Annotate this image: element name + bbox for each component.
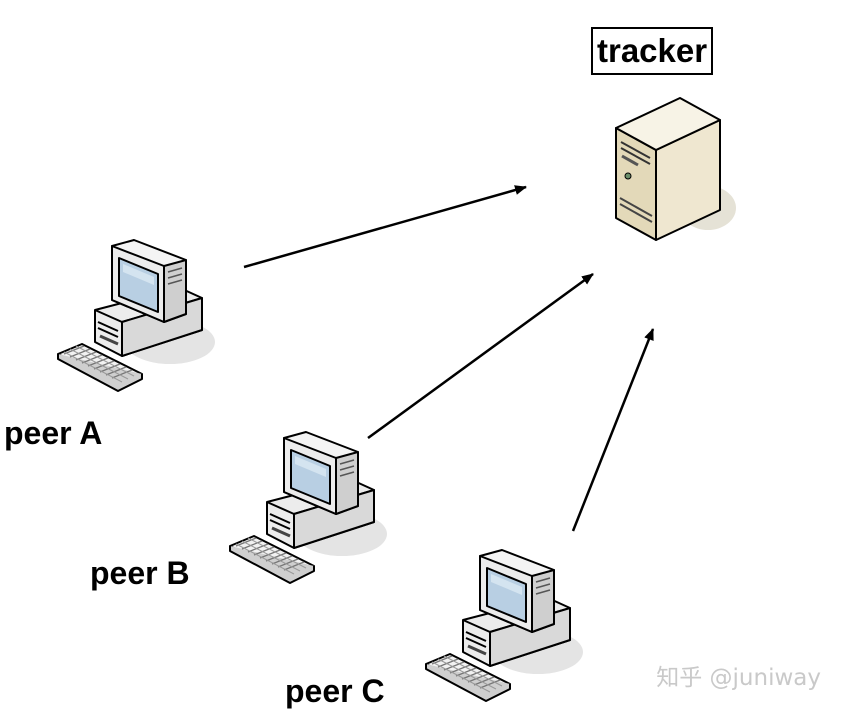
peer-b-label: peer B xyxy=(90,555,190,591)
desktop-computer-icon xyxy=(424,548,585,703)
peer-a-label: peer A xyxy=(4,415,103,451)
desktop-computer-icon xyxy=(56,238,217,393)
peer-c-label: peer C xyxy=(285,673,385,709)
server-tower-icon xyxy=(614,96,738,242)
arrow-peer-b-to-tracker xyxy=(367,272,594,440)
tracker-label: tracker xyxy=(591,27,714,75)
arrow-peer-c-to-tracker xyxy=(571,328,655,532)
desktop-computer-icon xyxy=(228,430,389,585)
arrow-peer-a-to-tracker xyxy=(243,185,527,269)
watermark: 知乎 @juniway xyxy=(656,665,821,691)
